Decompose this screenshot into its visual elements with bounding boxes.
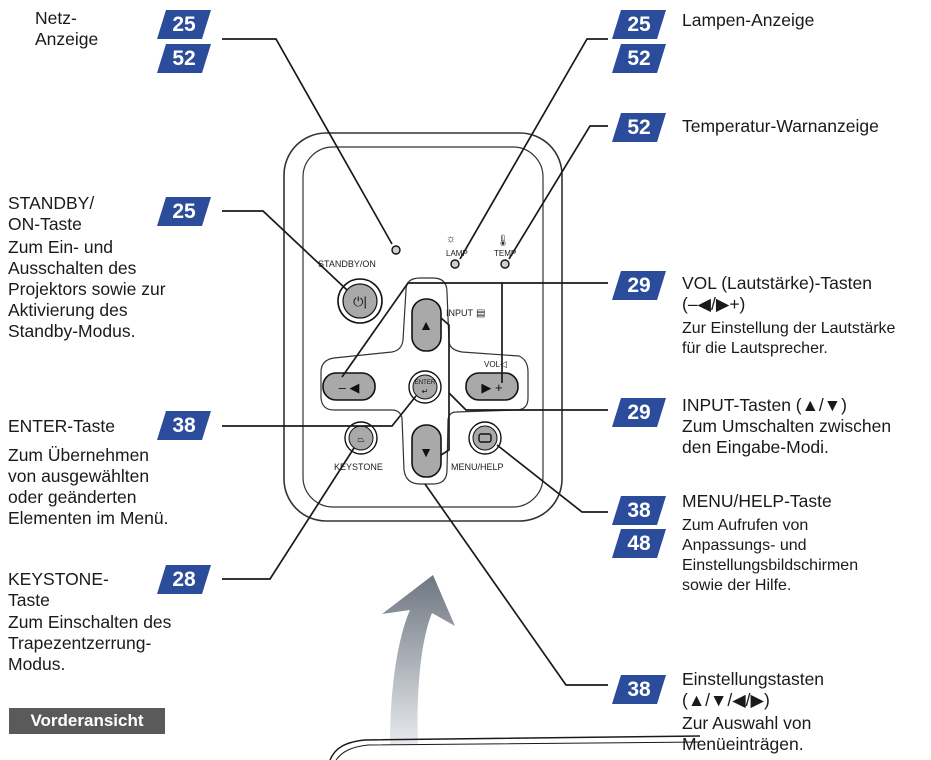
ref-badge: 29 — [612, 271, 666, 300]
ref-badge: 52 — [612, 44, 666, 73]
enter-desc: Zum Übernehmen von ausgewählten oder geä… — [8, 445, 169, 528]
keystone-icon: ⏢ — [357, 434, 364, 444]
temp-indicator — [500, 259, 510, 269]
input-title: INPUT-Tasten (▲/▼) Zum Umschalten zwisch… — [682, 395, 892, 457]
ref-badge: 28 — [157, 565, 211, 594]
lamp-label: LAMP — [446, 249, 468, 258]
vol-title: VOL (Lautstärke)-Tasten (–◀/▶+) — [682, 273, 872, 314]
arrow-left-icon: – ◀ — [339, 380, 360, 395]
arrow-up-icon: ▲ — [419, 317, 433, 333]
enter-label: ENTER — [415, 380, 436, 386]
lamp-indicator — [450, 259, 460, 269]
input-up-button[interactable]: ▲ — [411, 298, 442, 352]
volume-down-button[interactable]: – ◀ — [322, 372, 376, 401]
keystone-button[interactable]: ⏢ — [344, 421, 378, 455]
temp-title: Temperatur-Warnanzeige — [682, 116, 879, 136]
vol-label: VOL — [484, 360, 501, 369]
input-label: INPUT — [446, 308, 474, 318]
temp-label: TEMP — [494, 249, 516, 258]
ref-badge: 38 — [612, 496, 666, 525]
vorderansicht-label: Vorderansicht — [9, 708, 165, 734]
ref-badge: 52 — [157, 44, 211, 73]
ref-badge: 38 — [157, 411, 211, 440]
keystone-label: KEYSTONE — [334, 462, 383, 472]
menu-help-label: MENU/HELP — [451, 462, 504, 472]
ref-badge: 25 — [157, 197, 211, 226]
direction-arrow-icon — [382, 575, 455, 745]
keystone-desc: Zum Einschalten des Trapezentzerrung- Mo… — [8, 612, 172, 674]
netz-title: Netz- Anzeige — [35, 8, 99, 49]
einst-desc: Zur Auswahl von Menüeinträgen. — [682, 713, 812, 754]
input-down-button[interactable]: ▼ — [411, 424, 442, 478]
volume-up-button[interactable]: ▶ + — [465, 372, 519, 401]
arrow-right-icon: ▶ + — [481, 380, 502, 395]
ref-badge: 38 — [612, 675, 666, 704]
vol-desc: Zur Einstellung der Lautstärke für die L… — [682, 320, 896, 357]
standby-on-button[interactable]: ⏻| — [337, 278, 383, 324]
power-icon: ⏻| — [353, 294, 367, 309]
enter-button[interactable]: ENTER ↵ — [408, 370, 442, 404]
ref-badge: 29 — [612, 398, 666, 427]
ref-badge: 52 — [612, 113, 666, 142]
menu-title: MENU/HELP-Taste — [682, 491, 832, 511]
menu-desc: Zum Aufrufen von Anpassungs- und Einstel… — [682, 517, 859, 594]
input-icon: ▤ — [476, 308, 485, 319]
einst-title: Einstellungstasten (▲/▼/◀/▶) — [682, 669, 825, 710]
standby-indicator — [391, 245, 401, 255]
menu-help-button[interactable] — [468, 421, 502, 455]
ref-badge: 25 — [157, 10, 211, 39]
lamp-title: Lampen-Anzeige — [682, 10, 815, 30]
menu-icon — [478, 433, 492, 443]
ref-badge: 25 — [612, 10, 666, 39]
leader-lines — [222, 38, 608, 686]
volume-icon: ◁ — [500, 359, 507, 369]
thermometer-icon: 🌡 — [496, 234, 510, 247]
standby-on-label: STANDBY/ON — [318, 259, 376, 269]
enter-title: ENTER-Taste — [8, 416, 115, 436]
lamp-icon: ☼ — [446, 233, 456, 245]
arrow-down-icon: ▼ — [419, 444, 433, 460]
standby-title: STANDBY/ ON-Taste — [8, 193, 95, 234]
return-icon: ↵ — [422, 387, 429, 396]
standby-desc: Zum Ein- und Ausschalten des Projektors … — [8, 237, 166, 341]
ref-badge: 48 — [612, 529, 666, 558]
keystone-title: KEYSTONE- Taste — [8, 569, 109, 610]
